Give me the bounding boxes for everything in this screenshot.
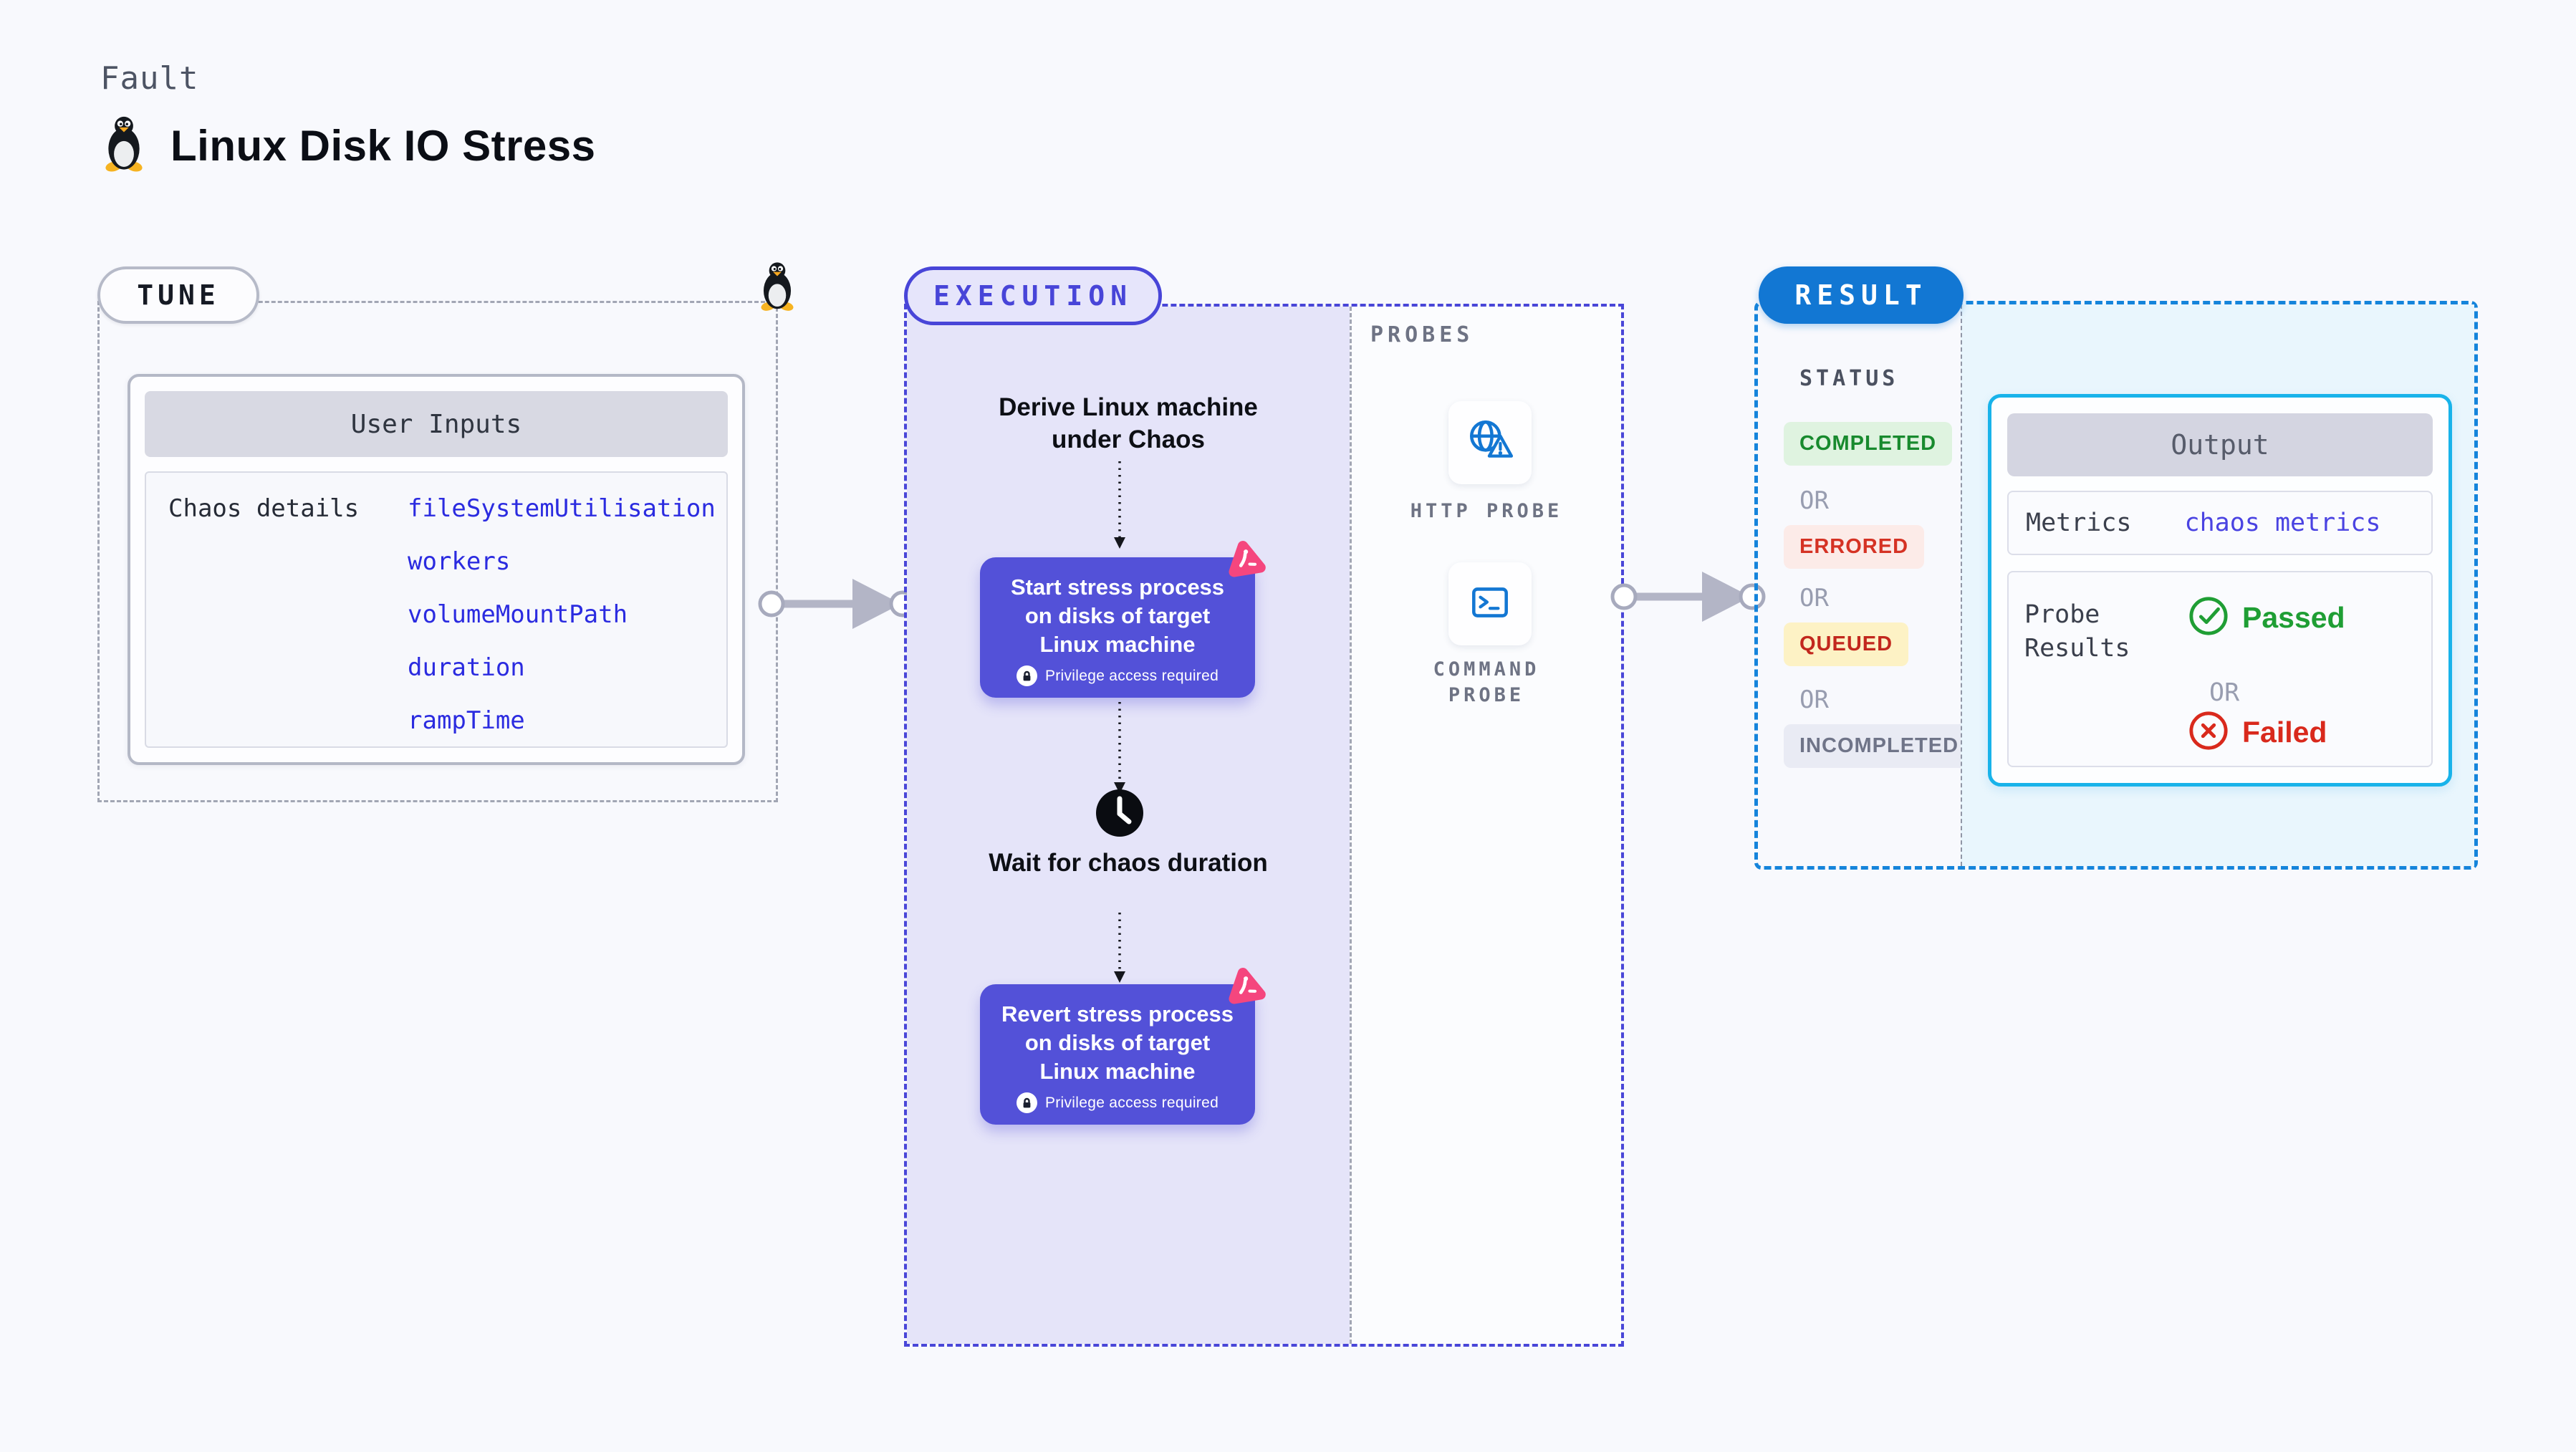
probe-results-row: Probe Results Passed OR — [2007, 571, 2433, 767]
metrics-label: Metrics — [2026, 509, 2132, 537]
privilege-note-text: Privilege access required — [1044, 1094, 1219, 1111]
dotted-arrow-icon — [1114, 702, 1125, 794]
page-title: Linux Disk IO Stress — [170, 121, 596, 170]
dotted-arrow-icon — [1114, 461, 1125, 549]
status-badge-completed: COMPLETED — [1784, 422, 1953, 466]
probes-label: PROBES — [1370, 322, 1474, 347]
command-probe-card — [1448, 562, 1532, 645]
privilege-note-row: Privilege access required — [994, 1092, 1241, 1113]
verdict-failed: Failed — [2188, 710, 2327, 755]
privilege-note-text: Privilege access required — [1044, 667, 1219, 684]
verdict-passed: Passed — [2188, 595, 2345, 640]
privilege-note-row: Privilege access required — [994, 665, 1241, 686]
status-label: STATUS — [1799, 366, 1899, 391]
result-zone: STATUS COMPLETED OR ERRORED OR QUEUED OR… — [1754, 301, 2478, 870]
page-title-row: Linux Disk IO Stress — [100, 115, 596, 176]
step-revert-stress-node: Revert stress process on disks of target… — [980, 967, 1266, 1125]
status-pane: STATUS COMPLETED OR ERRORED OR QUEUED OR… — [1758, 304, 1975, 866]
or-separator: OR — [1799, 686, 1829, 714]
failed-label: Failed — [2242, 716, 2327, 749]
globe-warning-icon — [1466, 417, 1514, 469]
input-link-volumemountpath[interactable]: volumeMountPath — [408, 600, 628, 629]
lock-icon — [1016, 665, 1037, 686]
user-inputs-body: Chaos details fileSystemUtilisation work… — [145, 471, 728, 748]
user-inputs-header: User Inputs — [145, 391, 728, 457]
output-card-title: Output — [2007, 413, 2433, 476]
execution-zone-badge: EXECUTION — [904, 266, 1162, 325]
http-probe-card — [1448, 401, 1532, 484]
execution-zone: Derive Linux machine under Chaos Start s… — [904, 304, 1624, 1347]
step-start-stress-label: Start stress process on disks of target … — [1010, 574, 1225, 657]
input-link-ramptime[interactable]: rampTime — [408, 706, 525, 735]
probes-pane: PROBES HTTP PROBE — [1350, 307, 1621, 1344]
status-badge-queued: QUEUED — [1784, 622, 1909, 666]
check-circle-icon — [2188, 595, 2229, 640]
http-probe-label: HTTP PROBE — [1410, 500, 1563, 522]
chaos-metrics-link[interactable]: chaos metrics — [2184, 509, 2381, 537]
fault-kicker: Fault — [100, 60, 199, 97]
probe-results-label: Probe Results — [2024, 600, 2130, 663]
chaos-icon — [1217, 534, 1271, 587]
tux-penguin-icon — [756, 261, 798, 315]
execution-flow-pane: Derive Linux machine under Chaos Start s… — [907, 307, 1350, 1344]
output-card: Output Metrics chaos metrics Probe Resul… — [1988, 394, 2452, 787]
passed-label: Passed — [2242, 601, 2345, 634]
terminal-icon — [1466, 579, 1514, 630]
step-revert-stress-label: Revert stress process on disks of target… — [1001, 1001, 1234, 1084]
status-badge-incompleted: INCOMPLETED — [1784, 724, 1975, 768]
or-separator: OR — [1799, 486, 1829, 515]
or-separator: OR — [1799, 584, 1829, 612]
dotted-arrow-icon — [1114, 913, 1125, 983]
status-badge-errored: ERRORED — [1784, 525, 1925, 569]
step-derive-machine: Derive Linux machine under Chaos — [999, 393, 1258, 453]
user-inputs-card: User Inputs Chaos details fileSystemUtil… — [128, 374, 745, 765]
step-wait-duration: Wait for chaos duration — [989, 849, 1268, 877]
chaos-icon — [1217, 961, 1271, 1014]
lock-icon — [1016, 1092, 1037, 1113]
command-probe-label: COMMAND PROBE — [1433, 658, 1540, 706]
result-zone-badge: RESULT — [1759, 266, 1964, 324]
chaos-details-label: Chaos details — [168, 494, 360, 523]
tune-zone-badge: TUNE — [97, 266, 259, 324]
tux-penguin-icon — [100, 115, 148, 176]
tune-zone — [97, 301, 778, 802]
input-link-filesystemutilisation[interactable]: fileSystemUtilisation — [408, 494, 716, 523]
step-start-stress-node: Start stress process on disks of target … — [980, 540, 1266, 698]
metrics-row: Metrics chaos metrics — [2007, 491, 2433, 555]
connector-arrow-execution-result — [1610, 572, 1766, 622]
chaos-input-list: fileSystemUtilisation workers volumeMoun… — [408, 494, 716, 735]
connector-arrow-tune-execution — [758, 579, 916, 629]
input-link-duration[interactable]: duration — [408, 653, 525, 682]
or-separator: OR — [2209, 678, 2240, 707]
x-circle-icon — [2188, 710, 2229, 755]
clock-icon — [1095, 788, 1145, 838]
output-pane: Output Metrics chaos metrics Probe Resul… — [1961, 304, 2474, 866]
input-link-workers[interactable]: workers — [408, 547, 511, 576]
